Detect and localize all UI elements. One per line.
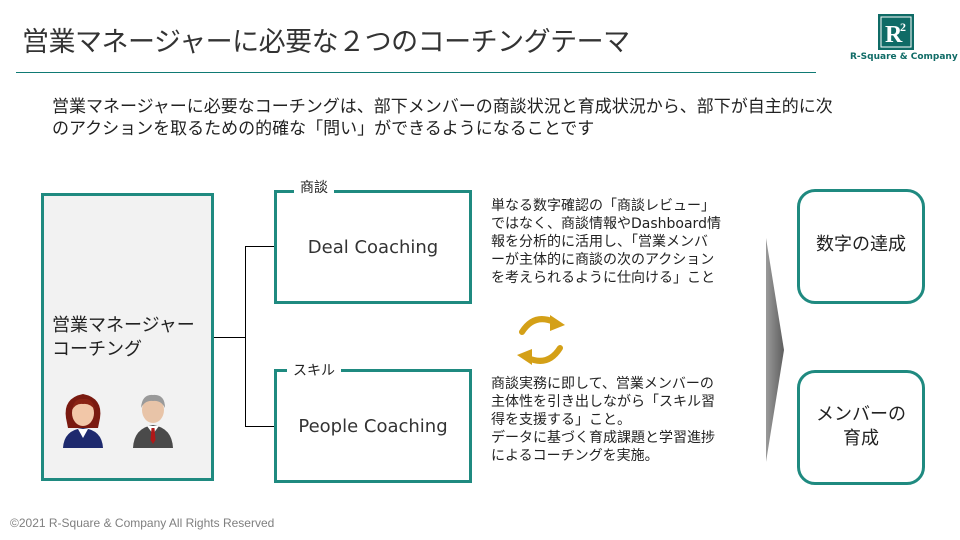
businesswoman-icon — [63, 394, 103, 448]
connector-line — [245, 246, 246, 427]
result-arrow-icon — [766, 238, 784, 462]
connector-line — [214, 337, 245, 338]
people-description-line: 主体性を引き出しながら「スキル習 — [491, 394, 715, 410]
page-title: 営業マネージャーに必要な２つのコーチングテーマ — [22, 27, 630, 58]
manager-coaching-label-line: コーチング — [52, 339, 142, 360]
deal-description-line: を考えられるように仕向ける」こと — [491, 270, 715, 286]
outcome-label: 数字の達成 — [816, 234, 906, 255]
cycle-arrows-icon — [517, 315, 565, 365]
logo-text: R-Square & Company — [850, 52, 958, 62]
people-coaching-box: People Coaching — [274, 369, 472, 483]
svg-text:2: 2 — [900, 20, 906, 34]
intro-line: 営業マネージャーに必要なコーチングは、部下メンバーの商談状況と育成状況から、部下… — [52, 97, 833, 117]
deal-coaching-label: Deal Coaching — [307, 236, 439, 258]
title-divider — [16, 72, 816, 73]
deal-description-line: ーが主体的に商談の次のアクション — [491, 252, 715, 268]
manager-coaching-label-line: 営業マネージャー — [52, 315, 195, 336]
outcome-label: 育成 — [843, 428, 879, 449]
people-coaching-label: People Coaching — [298, 415, 448, 437]
svg-text:R: R — [885, 22, 903, 48]
outcome-achieve-numbers: 数字の達成 — [797, 189, 925, 304]
outcome-label: メンバーの — [816, 404, 906, 425]
deal-description-line: 報を分析的に活用し、「営業メンバ — [491, 234, 708, 250]
deal-description: 単なる数字確認の「商談レビュー」 ではなく、商談情報やDashboard情 報を… — [491, 197, 721, 287]
connector-line — [245, 426, 275, 427]
manager-coaching-label: 営業マネージャー コーチング — [52, 314, 195, 362]
people-description-line: データに基づく育成課題と学習進捗 — [491, 430, 715, 446]
deal-description-line: ではなく、商談情報やDashboard情 — [491, 216, 721, 232]
deal-tag: 商談 — [294, 177, 334, 197]
intro-paragraph: 営業マネージャーに必要なコーチングは、部下メンバーの商談状況と育成状況から、部下… — [52, 96, 932, 140]
deal-description-line: 単なる数字確認の「商談レビュー」 — [491, 198, 715, 214]
outcome-member-growth: メンバーの 育成 — [797, 370, 925, 485]
people-description: 商談実務に即して、営業メンバーの 主体性を引き出しながら「スキル習 得を支援する… — [491, 375, 715, 465]
company-logo: R 2 R-Square & Company — [850, 14, 958, 70]
deal-coaching-box: Deal Coaching — [274, 190, 472, 304]
intro-line: のアクションを取るための的確な「問い」ができるようになることです — [52, 119, 595, 139]
r2-logo-icon: R 2 — [878, 14, 914, 50]
skill-tag: スキル — [287, 360, 341, 380]
businessman-icon — [133, 394, 173, 448]
people-description-line: 商談実務に即して、営業メンバーの — [491, 376, 714, 392]
people-description-line: によるコーチングを実施。 — [491, 448, 659, 464]
people-description-line: 得を支援する」こと。 — [491, 412, 631, 428]
copyright-footer: ©2021 R-Square & Company All Rights Rese… — [10, 516, 275, 530]
connector-line — [245, 246, 275, 247]
